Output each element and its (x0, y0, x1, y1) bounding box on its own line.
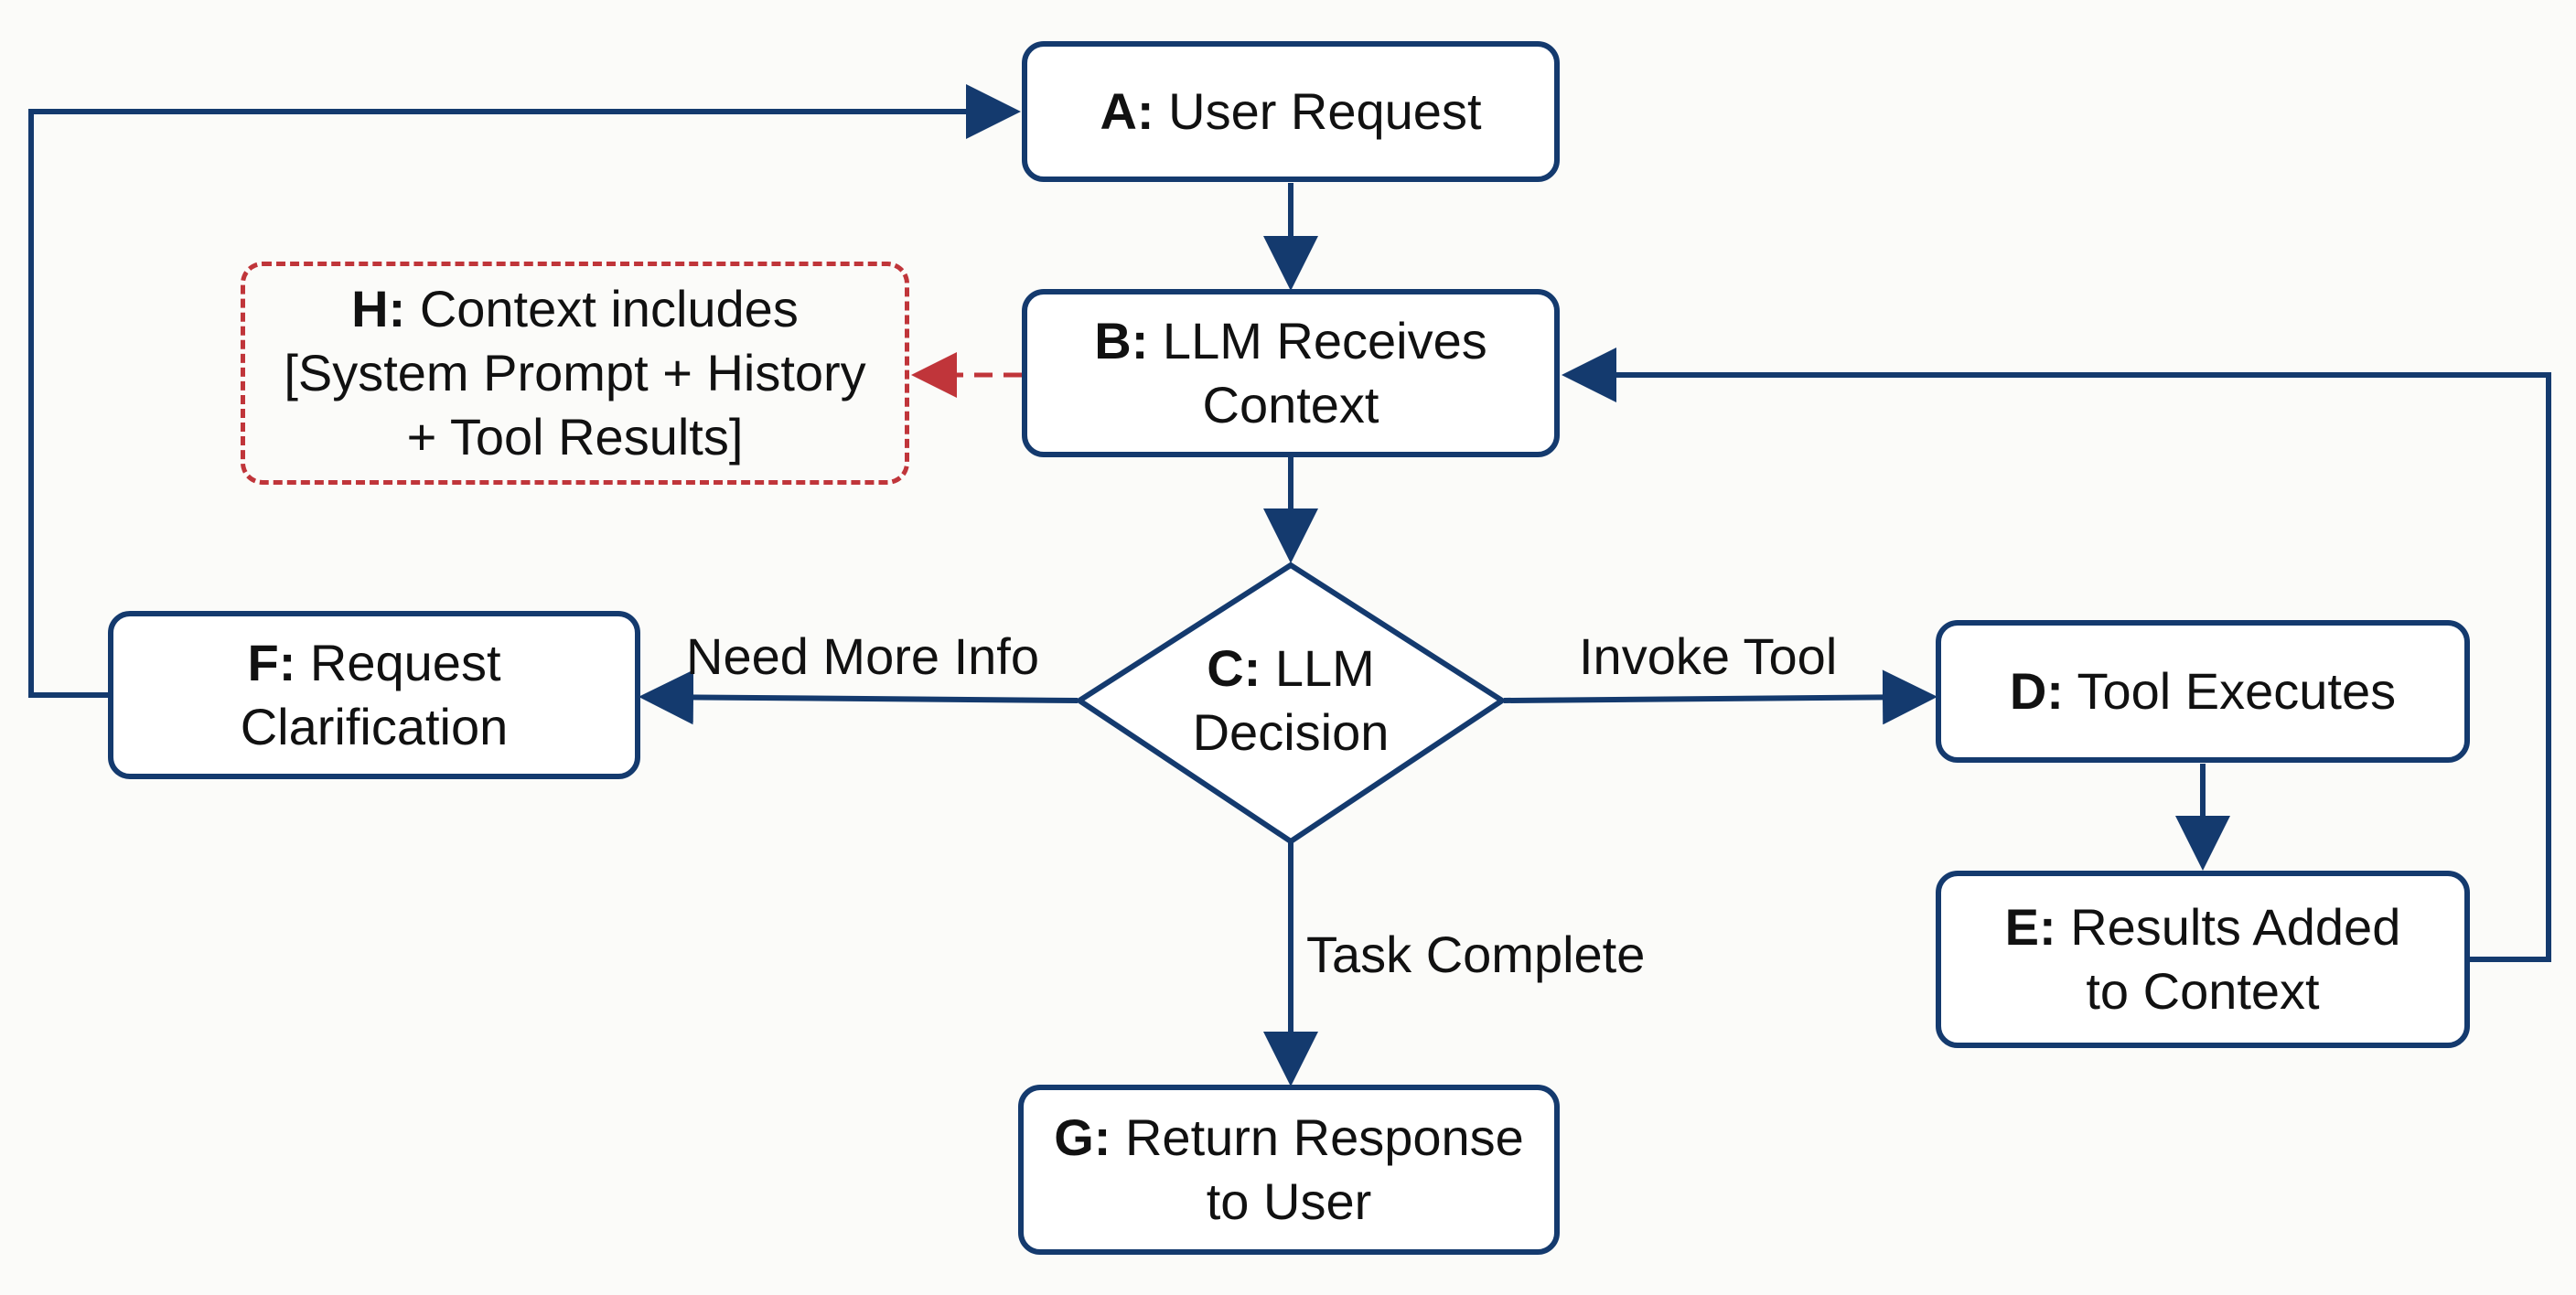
node-g-id: G: (1054, 1108, 1111, 1166)
node-h-context-includes: H: Context includes [System Prompt + His… (241, 262, 909, 485)
node-b-id: B: (1094, 312, 1149, 369)
edge-label-task-complete: Task Complete (1306, 926, 1646, 983)
node-e-text-line1: Results Added (2070, 898, 2401, 956)
node-d-tool-executes: D: Tool Executes (1936, 620, 2470, 763)
node-b-llm-receives-context: B: LLM Receives Context (1022, 289, 1560, 457)
node-a-id: A: (1100, 82, 1154, 140)
node-e-id: E: (2004, 898, 2056, 956)
node-h-id: H: (351, 280, 406, 337)
edge-c-to-f (639, 669, 1079, 725)
node-d-text: Tool Executes (2077, 662, 2397, 720)
node-c-llm-decision: C: LLM Decision (1126, 637, 1455, 765)
node-f-text-line2: Clarification (240, 698, 509, 755)
node-h-text-line1: Context includes (419, 280, 799, 337)
node-f-request-clarification: F: Request Clarification (108, 611, 640, 779)
node-c-id: C: (1207, 639, 1261, 697)
node-f-id: F: (247, 634, 296, 691)
edge-c-to-d (1503, 669, 1937, 725)
node-c-text-line1: LLM (1274, 639, 1375, 697)
edge-label-need-more-info: Need More Info (686, 627, 1039, 685)
node-a-text: User Request (1168, 82, 1482, 140)
node-c-diamond (1074, 562, 1508, 845)
node-h-text-line3: + Tool Results] (406, 408, 744, 466)
node-d-id: D: (2009, 662, 2064, 720)
edge-f-to-a (28, 84, 1021, 698)
node-e-results-added: E: Results Added to Context (1936, 871, 2470, 1048)
node-b-text-line2: Context (1202, 376, 1379, 433)
node-f-text-line1: Request (309, 634, 501, 691)
node-h-text-line2: [System Prompt + History (284, 344, 866, 401)
node-b-text-line1: LLM Receives (1162, 312, 1487, 369)
node-e-text-line2: to Context (2086, 962, 2320, 1020)
node-c-text-line2: Decision (1192, 703, 1390, 761)
node-g-return-response: G: Return Response to User (1018, 1085, 1560, 1255)
node-g-text-line1: Return Response (1124, 1108, 1524, 1166)
node-a-user-request: A: User Request (1022, 41, 1560, 182)
edge-e-to-b (1562, 348, 2551, 962)
edge-label-invoke-tool: Invoke Tool (1579, 627, 1838, 685)
node-g-text-line2: to User (1206, 1172, 1372, 1230)
